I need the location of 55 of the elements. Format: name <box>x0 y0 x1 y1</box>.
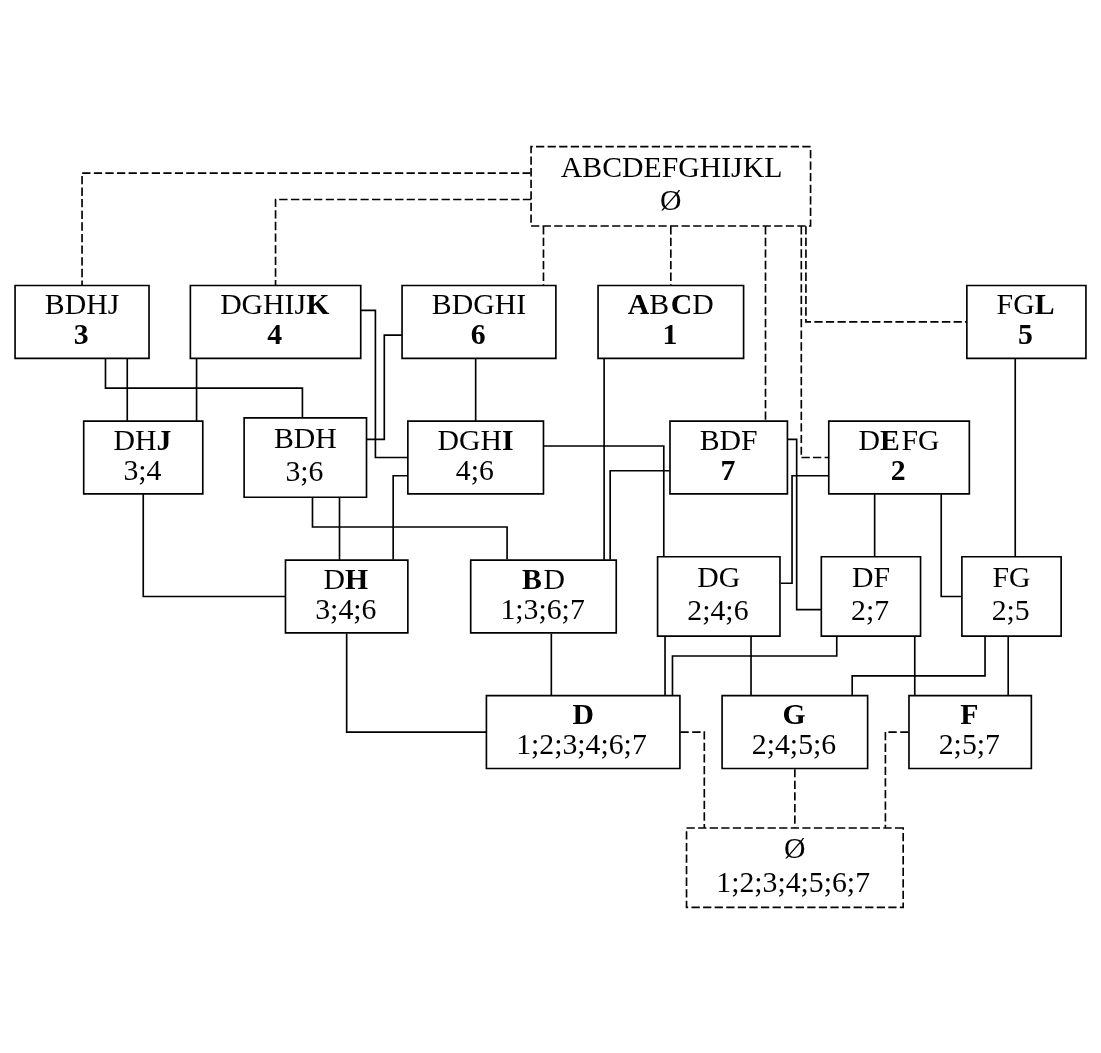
connector <box>142 492 286 597</box>
connector <box>474 357 477 422</box>
connector <box>609 469 671 560</box>
connector <box>884 730 910 829</box>
connector <box>779 474 830 584</box>
node-box: DH 3;4;6 <box>284 558 409 634</box>
connector <box>873 492 876 557</box>
node-box: FG 2;5 <box>961 555 1062 637</box>
connector <box>805 224 968 323</box>
connector <box>1007 635 1010 696</box>
connector <box>1014 357 1017 558</box>
node-box: BD 1;3;6;7 <box>469 558 618 634</box>
connector <box>104 357 304 418</box>
connector <box>664 635 666 696</box>
connector <box>670 224 672 286</box>
connector <box>392 474 409 560</box>
connector <box>338 496 341 561</box>
node-box: G 2;4;5;6 <box>721 694 869 769</box>
connector <box>913 635 916 696</box>
node-box: DEFG 2 <box>827 419 971 495</box>
node-box: Ø 1;2;3;4;5;6;7 <box>685 826 904 908</box>
connector <box>786 438 822 610</box>
node-box: FGL 5 <box>966 284 1087 359</box>
connector <box>550 632 553 696</box>
node-box: DGHI 4;6 <box>407 419 545 495</box>
node-box: BDH 3;6 <box>243 416 368 498</box>
node-box: ABCDEFGHIJKL Ø <box>530 145 812 227</box>
connector <box>542 444 665 557</box>
connector <box>671 635 838 696</box>
connector <box>345 632 488 733</box>
connector <box>603 357 605 561</box>
node-box: DF 2;7 <box>820 555 922 637</box>
connector <box>81 171 532 286</box>
connector <box>126 357 129 422</box>
connector <box>195 357 198 422</box>
connector <box>311 496 508 560</box>
node-box: F 2;5;7 <box>908 694 1033 769</box>
node-box: BDF 7 <box>669 419 789 495</box>
connector <box>764 225 767 422</box>
node-box: DHJ 3;4 <box>82 419 204 495</box>
connector <box>365 333 403 440</box>
node-box: DG 2;4;6 <box>656 555 781 637</box>
connector <box>794 767 796 829</box>
node-box: ABCD 1 <box>597 284 745 359</box>
connector <box>800 225 830 458</box>
node-box: BDGHI 6 <box>401 284 557 359</box>
connector <box>679 730 706 829</box>
connector <box>940 492 962 597</box>
connector <box>851 635 986 696</box>
connector <box>542 224 545 286</box>
connector <box>274 198 532 286</box>
node-box: D 1;2;3;4;6;7 <box>485 694 681 769</box>
node-box: DGHIJK 4 <box>189 284 362 359</box>
node-box: BDHJ 3 <box>14 284 150 359</box>
connector <box>750 635 752 696</box>
